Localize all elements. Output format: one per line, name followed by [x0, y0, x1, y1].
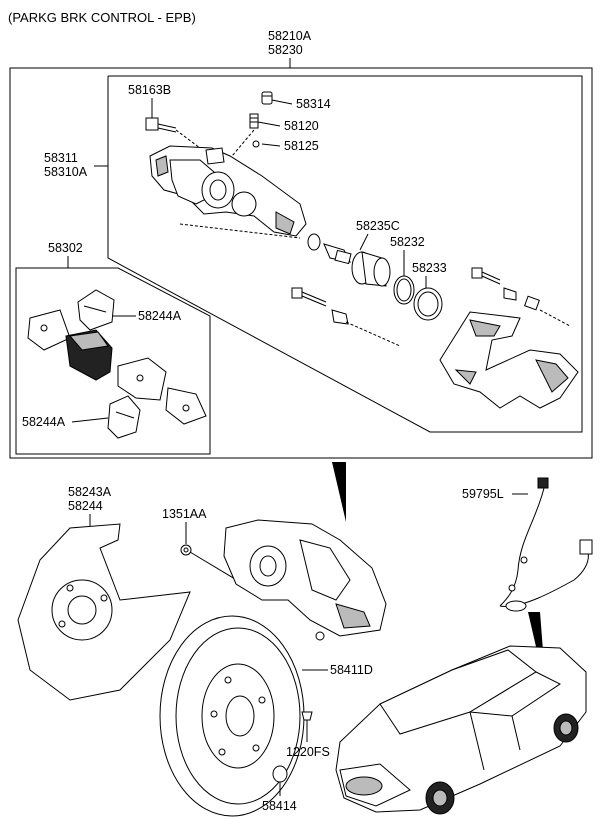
guide-pin-lower: [291, 287, 349, 325]
pad-clip-upper: [77, 289, 115, 331]
brake-pad-inner: [65, 329, 113, 381]
brake-disc: [159, 615, 305, 817]
pad-kit-frame: [15, 267, 211, 455]
assembly-path-lower: [345, 321, 401, 347]
pad-shim-right: [165, 387, 207, 425]
label-58311[interactable]: 58311: [44, 151, 78, 165]
label-58244[interactable]: 58244: [68, 499, 103, 513]
leader-58244A-lower: [71, 417, 109, 423]
label-58232[interactable]: 58232: [390, 235, 425, 249]
label-58302[interactable]: 58302: [48, 241, 83, 255]
label-58414[interactable]: 58414: [262, 799, 297, 813]
arrow-assembly-to-caliper: [332, 462, 346, 522]
label-58210A[interactable]: 58210A: [268, 29, 312, 43]
label-58235C[interactable]: 58235C: [356, 219, 400, 233]
label-58125[interactable]: 58125: [284, 139, 319, 153]
assembly-path-bleeder: [231, 129, 255, 157]
caliper-assembled: [223, 519, 387, 641]
cap-58314: [261, 91, 273, 105]
bolt-58163B: [145, 117, 177, 133]
boot-58233: [413, 287, 443, 321]
label-1351AA[interactable]: 1351AA: [162, 507, 207, 521]
dust-shield: [17, 523, 191, 701]
label-58233[interactable]: 58233: [412, 261, 447, 275]
leader-58314: [271, 99, 293, 105]
label-58163B[interactable]: 58163B: [128, 83, 171, 97]
caliper-body: [149, 145, 307, 237]
label-59795L[interactable]: 59795L: [462, 487, 504, 501]
label-58244A-lower[interactable]: 58244A: [22, 415, 66, 429]
diagram-title: (PARKG BRK CONTROL - EPB): [8, 10, 196, 25]
seal-58232: [393, 275, 415, 305]
seal-ring: [307, 233, 321, 251]
label-58310A[interactable]: 58310A: [44, 165, 88, 179]
label-58243A[interactable]: 58243A: [68, 485, 112, 499]
piston-58235C: [351, 251, 391, 287]
cap-58125: [252, 140, 260, 148]
caliper-assembly-frame: [9, 67, 593, 459]
inner-exploded-frame: [107, 75, 583, 433]
label-58314[interactable]: 58314: [296, 97, 331, 111]
leader-58235C: [359, 233, 369, 251]
assembly-path-upper: [539, 309, 571, 327]
piston-adjuster: [323, 243, 352, 265]
label-58244A-upper[interactable]: 58244A: [138, 309, 182, 323]
bleeder-58120: [249, 113, 259, 129]
label-58120[interactable]: 58120: [284, 119, 319, 133]
assembly-path-piston: [179, 223, 301, 239]
nut-1351AA: [180, 544, 192, 556]
pad-shim-left: [27, 309, 71, 351]
brake-pad-outer: [117, 357, 167, 401]
label-58411D[interactable]: 58411D: [330, 663, 373, 677]
plug-58414: [272, 765, 288, 783]
label-1220FS[interactable]: 1220FS: [286, 745, 330, 759]
screw-1220FS: [301, 711, 313, 730]
leader-58125: [261, 143, 281, 147]
leader-58120: [257, 121, 281, 127]
car-illustration: [335, 645, 587, 815]
label-58230[interactable]: 58230: [268, 43, 303, 57]
guide-pin-upper: [471, 267, 540, 311]
wheel-speed-sensor: [499, 477, 593, 612]
carrier-bracket: [439, 311, 579, 409]
pad-clip-lower: [107, 395, 141, 439]
assembly-path-bolt: [175, 129, 201, 149]
